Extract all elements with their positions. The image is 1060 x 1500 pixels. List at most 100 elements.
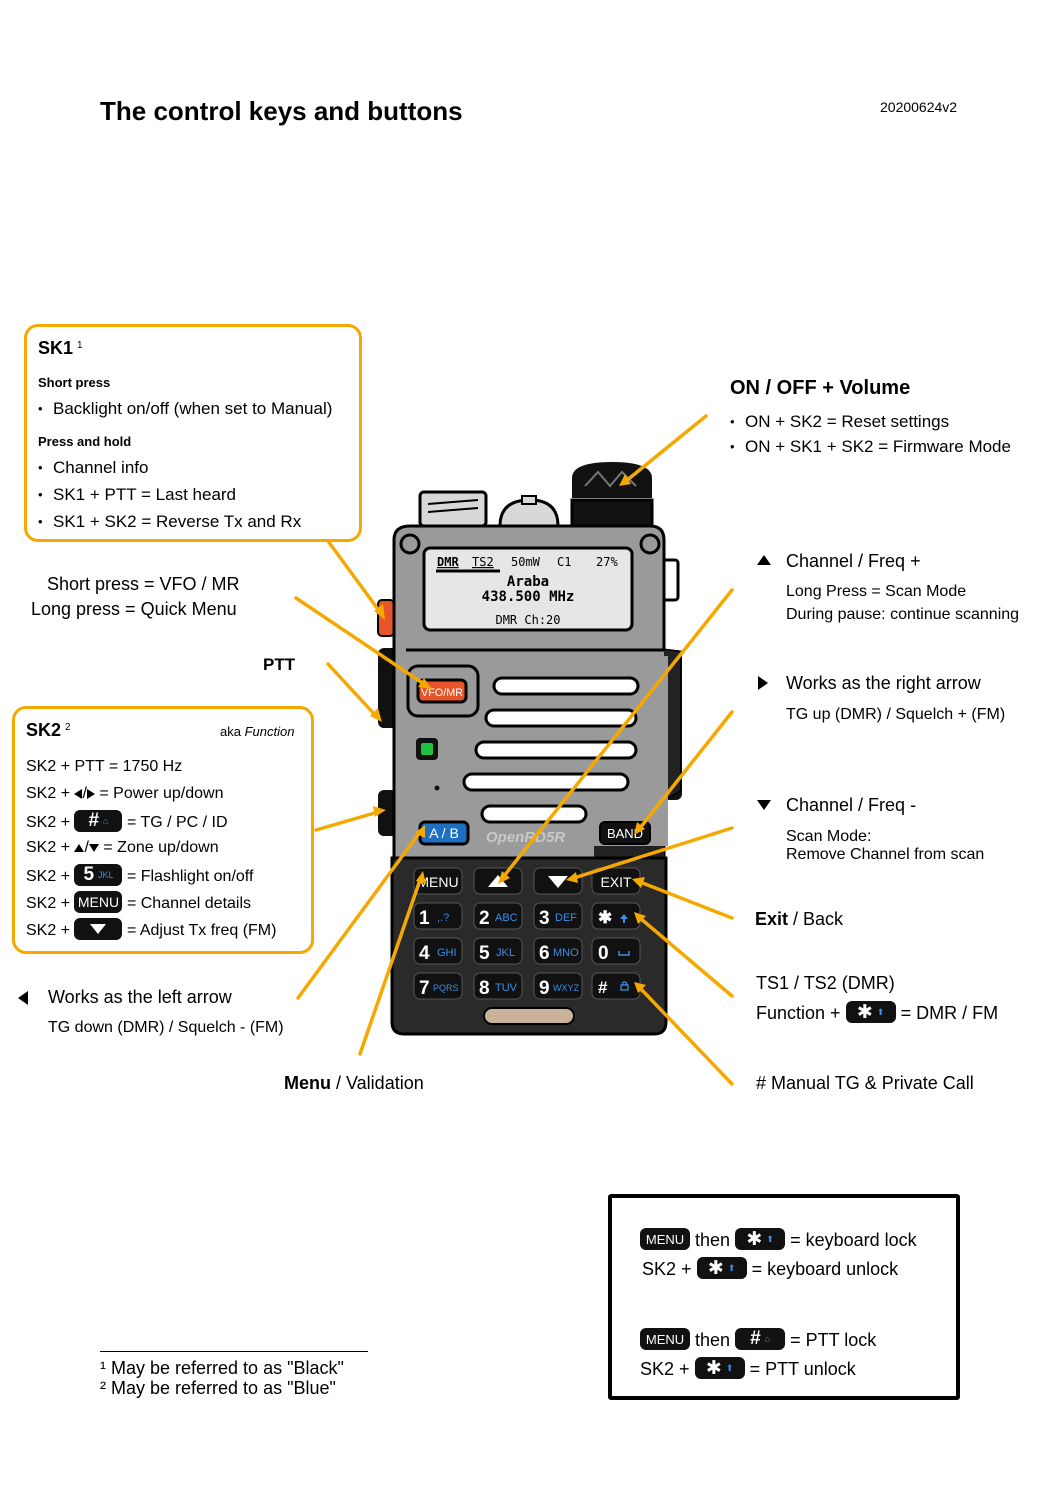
speaker-slot <box>484 708 638 728</box>
svg-text:PQRS: PQRS <box>433 983 459 993</box>
vfo-long-label: Long press = Quick Menu <box>31 599 237 619</box>
key-star[interactable]: ✱ <box>591 902 641 930</box>
key-2[interactable]: 2 ABC <box>473 902 523 930</box>
exit-key-label: EXIT <box>600 874 632 890</box>
display-power: 50mW <box>511 555 541 569</box>
menu-key-icon: MENU <box>640 1328 690 1351</box>
shift-arrow-icon <box>620 914 628 919</box>
svg-text:5: 5 <box>479 943 490 964</box>
key-7[interactable]: 7 PQRS <box>413 972 463 1000</box>
svg-text:DEF: DEF <box>555 912 577 924</box>
display-name: Araba <box>507 574 549 590</box>
vfo-mr-label: VFO/MR <box>421 687 463 699</box>
left-arrow-sub: TG down (DMR) / Squelch - (FM) <box>48 1019 284 1036</box>
svg-text:ABC: ABC <box>495 912 518 924</box>
down-arrow-icon <box>88 843 99 852</box>
volume-knob[interactable] <box>570 462 654 530</box>
sk1-button[interactable] <box>377 599 395 637</box>
menu-key[interactable] <box>413 867 463 895</box>
right-sub: TG up (DMR) / Squelch + (FM) <box>786 706 1006 723</box>
ts-main: TS1 / TS2 (DMR) <box>756 973 895 993</box>
space-icon <box>618 951 630 956</box>
svg-text:MNO: MNO <box>553 947 579 959</box>
vfo-short-label: Short press = VFO / MR <box>47 574 240 594</box>
sk1-hold-item: Channel info <box>38 458 148 478</box>
key-0[interactable]: 0 <box>591 937 641 965</box>
display-color: C1 <box>557 555 571 569</box>
exit-label: Exit / Back <box>755 909 844 929</box>
vfo-mr-button[interactable] <box>416 678 468 704</box>
menu-key-icon: MENU <box>74 891 123 913</box>
onoff-title: ON / OFF + Volume <box>730 377 911 399</box>
star-key-icon: ✱⬆ <box>845 1001 896 1024</box>
display-channel: DMR Ch:20 <box>495 613 560 627</box>
pointer-lines <box>294 414 734 1086</box>
key-9[interactable]: 9 WXYZ <box>533 972 583 1000</box>
mic-grille <box>483 1007 575 1025</box>
key-4[interactable]: 4 GHI <box>413 937 463 965</box>
lcd-display <box>422 546 634 632</box>
svg-text:7: 7 <box>419 978 430 999</box>
speaker-slot <box>474 740 638 760</box>
sk1-hold-item: SK1 + SK2 = Reverse Tx and Rx <box>38 512 301 532</box>
key-6[interactable]: 6 MNO <box>533 937 583 965</box>
keyboard-lock-line: MENU then ✱⬆ = keyboard lock <box>640 1228 917 1252</box>
star-key-icon: ✱⬆ <box>694 1357 745 1380</box>
svg-text:1: 1 <box>419 908 430 929</box>
speaker-slot <box>462 772 630 792</box>
footnote-2: ² May be referred to as "Blue" <box>100 1378 336 1398</box>
key-5[interactable]: 5 JKL <box>473 937 523 965</box>
down-main: Channel / Freq - <box>786 795 917 815</box>
menu-validation-label: Menu / Validation <box>284 1073 424 1093</box>
key-hash[interactable]: # <box>591 972 641 1000</box>
sk2-line: SK2 + / = Power up/down <box>26 785 224 802</box>
ptt-unlock-line: SK2 + ✱⬆ = PTT unlock <box>640 1357 856 1380</box>
svg-text:8: 8 <box>479 978 490 999</box>
right-main: Works as the right arrow <box>786 673 981 693</box>
svg-text:,.?: ,.? <box>437 912 449 924</box>
down-arrow-icon <box>757 800 771 810</box>
down-sub: Scan Mode: <box>786 828 872 845</box>
svg-text:#: # <box>598 978 608 997</box>
key-3[interactable]: 3 DEF <box>533 902 583 930</box>
antenna-knob <box>418 490 488 528</box>
up-arrow-icon <box>488 875 508 887</box>
menu-key-icon: MENU <box>640 1228 690 1251</box>
right-arrow-icon <box>758 676 768 690</box>
pointer-arrowheads <box>370 474 646 993</box>
hash-key-icon: #⌂ <box>74 810 123 832</box>
ts-function: Function + ✱⬆ = DMR / FM <box>756 1001 999 1024</box>
band-label: BAND <box>607 826 643 841</box>
down-sub: Remove Channel from scan <box>786 846 985 863</box>
sk1-hold-heading: Press and hold <box>38 434 132 449</box>
key-1[interactable]: 1 ,.? <box>413 902 463 930</box>
keyboard-unlock-line: SK2 + ✱⬆ = keyboard unlock <box>642 1257 899 1280</box>
sk2-line: SK2 + = Adjust Tx freq (FM) <box>26 918 276 942</box>
menu-key-label: MENU <box>417 874 458 890</box>
lock-box: MENU then ✱⬆ = keyboard lock SK2 + ✱⬆ = … <box>608 1194 960 1400</box>
star-key-icon: ✱⬆ <box>735 1228 786 1251</box>
star-key-icon: ✱⬆ <box>696 1257 747 1280</box>
speaker-slot <box>480 804 588 824</box>
ab-label: A / B <box>429 825 459 841</box>
onoff-item: ON + SK2 = Reset settings <box>730 412 949 432</box>
key-8[interactable]: 8 TUV <box>473 972 523 1000</box>
brand-label: OpenRD5R <box>486 829 565 846</box>
down-key-icon <box>74 918 123 940</box>
svg-text:3: 3 <box>539 908 550 929</box>
onoff-item: ON + SK1 + SK2 = Firmware Mode <box>730 437 1011 457</box>
svg-text:JKL: JKL <box>496 947 515 959</box>
down-arrow-icon <box>548 876 568 888</box>
page-title: The control keys and buttons <box>100 96 463 126</box>
display-freq: 438.500 MHz <box>482 589 575 605</box>
sk2-aka: aka Function <box>220 724 295 739</box>
up-main: Channel / Freq + <box>786 551 921 571</box>
sk1-hold-item: SK1 + PTT = Last heard <box>38 485 236 505</box>
